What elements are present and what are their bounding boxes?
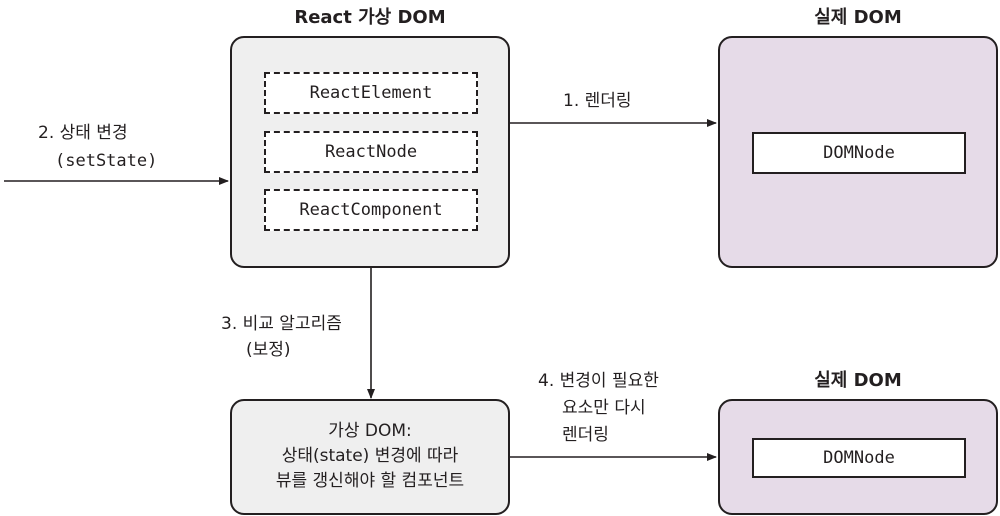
- step3-sublabel: (보정): [246, 340, 291, 360]
- real-dom-bottom-title: 실제 DOM: [814, 370, 902, 391]
- virtual-dom-title: React 가상 DOM: [294, 7, 446, 28]
- step2-sublabel: (setState): [55, 151, 158, 171]
- step1-label: 1. 렌더링: [563, 91, 632, 111]
- dom-node-top: DOMNode: [752, 132, 966, 174]
- dom-node-bottom: DOMNode: [752, 438, 966, 478]
- virtual-dom-result-box: 가상 DOM: 상태(state) 변경에 따라 뷰를 갱신해야 할 컴포넌트: [230, 399, 510, 515]
- step4-line1: 4. 변경이 필요한: [538, 371, 659, 391]
- react-component-item: ReactComponent: [264, 189, 478, 231]
- step4-line2: 요소만 다시: [562, 398, 646, 418]
- virtual-result-line1: 가상 DOM:: [328, 421, 412, 441]
- real-dom-bottom-box: DOMNode: [718, 399, 998, 515]
- real-dom-top-title: 실제 DOM: [814, 7, 902, 28]
- step2-label: 2. 상태 변경: [38, 123, 128, 143]
- virtual-result-line3: 뷰를 갱신해야 할 컴포넌트: [275, 471, 465, 491]
- step4-line3: 렌더링: [562, 425, 609, 445]
- virtual-dom-result-text: 가상 DOM: 상태(state) 변경에 따라 뷰를 갱신해야 할 컴포넌트: [232, 419, 508, 494]
- react-node-item: ReactNode: [264, 131, 478, 173]
- step3-label: 3. 비교 알고리즘: [221, 314, 342, 334]
- virtual-dom-box: ReactElement ReactNode ReactComponent: [230, 36, 510, 268]
- real-dom-top-box: DOMNode: [718, 36, 998, 268]
- virtual-result-line2: 상태(state) 변경에 따라: [281, 446, 459, 466]
- react-element-item: ReactElement: [264, 72, 478, 114]
